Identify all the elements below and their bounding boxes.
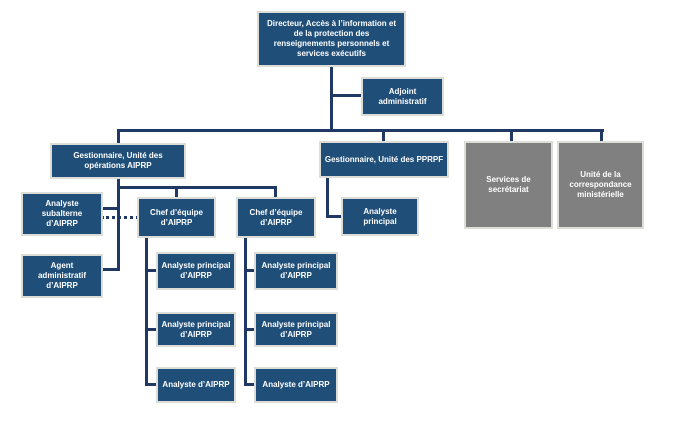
connector-chef1-vertical xyxy=(145,236,148,386)
connector-chef2-elbow-2 xyxy=(244,328,255,331)
connector-operations-vertical xyxy=(117,177,120,271)
org-node-team2-member-1: Analyste principal d’AIPRP xyxy=(254,252,338,290)
connector-subalterne-horizontal xyxy=(100,207,120,210)
org-node-analyste-subalterne-aiprp: Analyste subalterne d’AIPRP xyxy=(21,192,103,236)
org-node-adjoint-administratif: Adjoint administratif xyxy=(361,77,444,116)
org-node-team2-member-2: Analyste principal d’AIPRP xyxy=(254,312,338,347)
org-node-chef-equipe-1: Chef d’équipe d’AIPRP xyxy=(137,197,216,238)
connector-chef1-elbow-2 xyxy=(145,328,157,331)
org-node-unite-correspondance-ministerielle: Unité de la correspondance ministérielle xyxy=(557,141,644,229)
connector-pprpf-elbow xyxy=(326,215,342,218)
connector-chef2-elbow-1 xyxy=(244,269,255,272)
connector-drop-unite-correspondance xyxy=(600,129,603,143)
connector-drop-gestionnaire-pprpf xyxy=(382,129,385,143)
connector-director-vertical xyxy=(330,66,333,131)
org-node-team2-member-3: Analyste d’AIPRP xyxy=(254,367,338,403)
org-node-director: Directeur, Accès à l’information et de l… xyxy=(257,11,406,67)
connector-chef2-vertical xyxy=(244,236,247,386)
connector-subalterne-chef-dotted xyxy=(101,216,139,219)
org-node-team1-member-3: Analyste d’AIPRP xyxy=(156,367,236,403)
connector-drop-chef2 xyxy=(274,186,277,199)
connector-agent-horizontal xyxy=(100,268,120,271)
org-node-analyste-principal-pprpf: Analyste principal xyxy=(341,197,419,236)
org-node-team1-member-2: Analyste principal d’AIPRP xyxy=(156,312,236,347)
connector-chef1-elbow-1 xyxy=(145,269,157,272)
org-node-team1-member-1: Analyste principal d’AIPRP xyxy=(156,252,236,290)
connector-drop-gestionnaire-operations xyxy=(117,129,120,145)
connector-pprpf-vertical xyxy=(326,176,329,218)
org-node-gestionnaire-operations-aiprp: Gestionnaire, Unité des opérations AIPRP xyxy=(50,143,186,179)
connector-chef1-elbow-3 xyxy=(145,383,157,386)
org-node-services-secretariat: Services de secrétariat xyxy=(464,141,553,229)
org-node-agent-administratif-aiprp: Agent administratif d’AIPRP xyxy=(21,254,103,298)
org-node-gestionnaire-pprpf: Gestionnaire, Unité des PPRPF xyxy=(319,141,449,178)
connector-drop-services-secretariat xyxy=(510,129,513,143)
connector-drop-chef1 xyxy=(175,186,178,199)
connector-chef2-elbow-3 xyxy=(244,383,255,386)
connector-level2-distributor xyxy=(117,129,604,132)
connector-adjoint-horizontal xyxy=(330,94,361,97)
org-node-chef-equipe-2: Chef d’équipe d’AIPRP xyxy=(236,197,316,238)
connector-chefs-horizontal xyxy=(117,186,277,189)
